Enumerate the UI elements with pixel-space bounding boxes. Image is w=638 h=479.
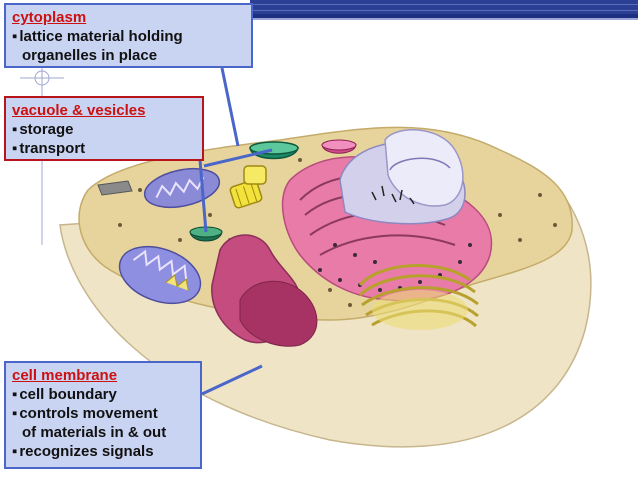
callout-cytoplasm: cytoplasm lattice material holding organ… [4,3,253,68]
callout-title: cytoplasm [12,9,87,26]
vesicle-rim [321,139,357,151]
mitochondrion-inner [165,274,189,291]
centriole [229,179,263,209]
callout-bullet: controls movement [12,404,194,423]
lysosome [97,180,133,196]
cut-surface [239,280,318,347]
callout-bullet: storage [12,120,196,139]
pointer-line-membrane [201,364,263,396]
nucleus [339,129,466,225]
callout-bullet-continuation: organelles in place [22,47,158,64]
callout-cell-membrane: cell membrane cell boundary controls mov… [4,361,202,469]
mitochondrion [118,245,202,305]
callout-vacuole-vesicles: vacuole & vesicles storage transport [4,96,204,161]
callout-bullet: lattice material holding [12,27,245,46]
callout-title: cell membrane [12,367,118,384]
callout-bullet: transport [12,139,196,158]
callout-title: vacuole & vesicles [12,102,146,119]
centriole [243,165,267,185]
golgi-core [372,290,468,330]
callout-bullet-continuation: of materials in & out [22,424,167,441]
callout-bullet: recognizes signals [12,442,194,461]
pointer-line-vacuole-2 [198,159,208,233]
pointer-line-vacuole-1 [203,148,273,168]
callout-bullet: cell boundary [12,385,194,404]
pointer-line-cytoplasm [220,67,240,147]
slide-header-band [250,0,638,20]
chromatin [371,185,415,205]
